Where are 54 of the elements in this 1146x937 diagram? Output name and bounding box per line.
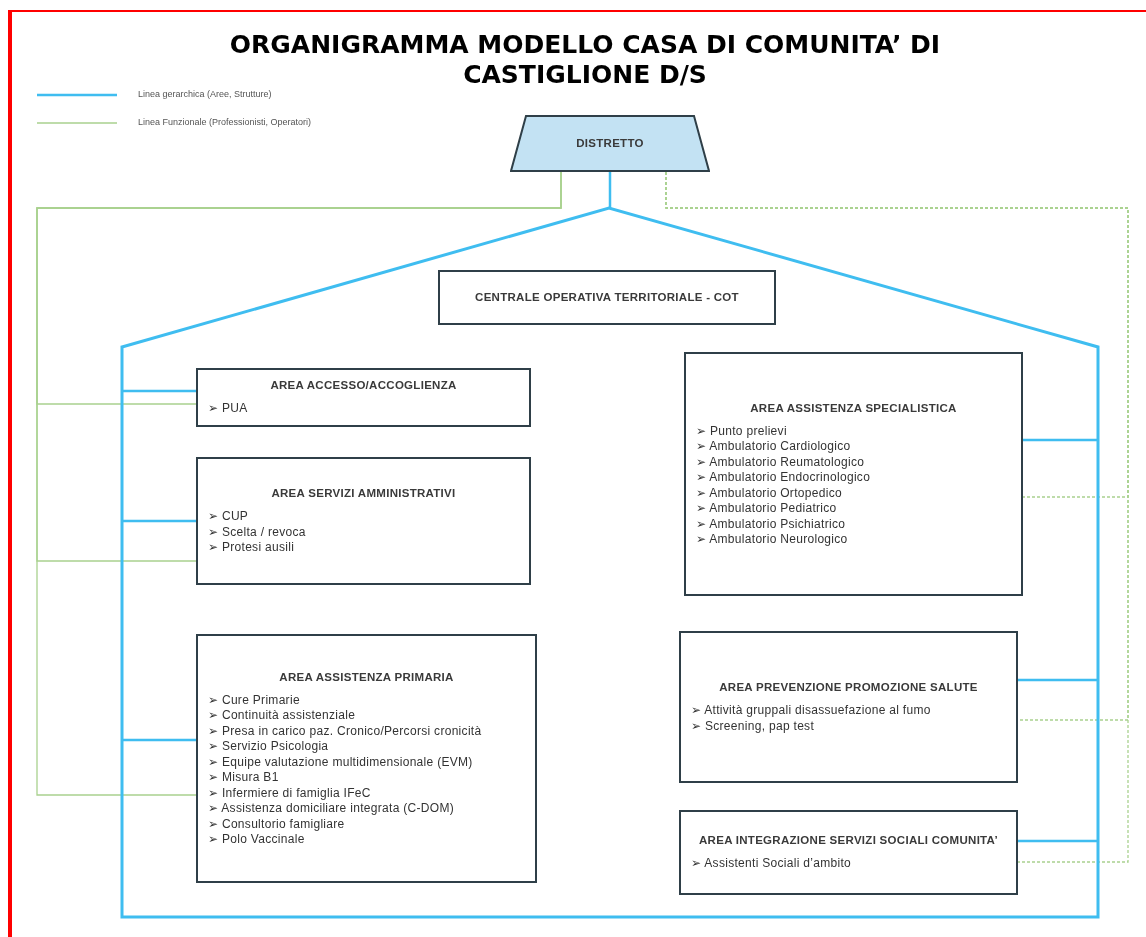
list-item: ➢ Presa in carico paz. Cronico/Percorsi cronicità <box>208 723 483 739</box>
node-label: CENTRALE OPERATIVA TERRITORIALE - COT <box>474 290 740 305</box>
list-item: ➢ Ambulatorio Ortopedico <box>696 485 843 501</box>
area-title: AREA ASSISTENZA SPECIALISTICA <box>749 400 958 416</box>
area-box <box>679 810 1018 895</box>
connector-line <box>122 389 196 393</box>
area-box <box>196 634 537 883</box>
area-title: AREA INTEGRAZIONE SERVIZI SOCIALI COMUNITA’ <box>698 833 999 849</box>
list-item: ➢ Ambulatorio Cardiologico <box>696 439 852 455</box>
list-item: ➢ Assistenza domiciliare integrata (C-DOM) <box>208 801 455 817</box>
area-title: AREA ACCESSO/ACCOGLIENZA <box>269 378 458 394</box>
list-item: ➢ Consultorio famigliare <box>208 816 346 832</box>
list-item: ➢ Cure Primarie <box>208 692 301 708</box>
list-item: ➢ Scelta / revoca <box>208 524 307 541</box>
legend-text: Linea Funzionale (Professionisti, Operatori) <box>138 116 312 129</box>
connector-line <box>608 172 612 208</box>
area-box <box>196 368 531 427</box>
connector-line <box>1023 438 1098 442</box>
connector-line <box>36 171 562 796</box>
list-item: ➢ Punto prelievi <box>696 423 788 439</box>
node-label: DISTRETTO <box>576 136 644 151</box>
connector-line <box>122 738 196 742</box>
list-item: ➢ Screening, pap test <box>691 718 816 734</box>
list-item: ➢ Ambulatorio Endocrinologico <box>696 470 872 486</box>
title: ORGANIGRAMMA MODELLO CASA DI COMUNITA’ DI CASTIGLIONE D/S <box>228 30 942 90</box>
area-box <box>679 631 1018 783</box>
list-item: ➢ Attività gruppali disassuefazione al fumo <box>691 703 932 719</box>
area-box <box>196 457 531 585</box>
list-item: ➢ Polo Vaccinale <box>208 832 306 848</box>
list-item: ➢ Equipe valutazione multidimensionale (EVM) <box>208 754 474 770</box>
area-title: AREA SERVIZI AMMINISTRATIVI <box>270 486 457 502</box>
process-box <box>438 270 776 325</box>
connector-line <box>122 519 196 523</box>
area-title: AREA PREVENZIONE PROMOZIONE SALUTE <box>718 680 979 695</box>
list-item: ➢ Infermiere di famiglia IFeC <box>208 785 372 801</box>
list-item: ➢ Ambulatorio Pediatrico <box>696 501 838 517</box>
list-item: ➢ Protesi ausili <box>208 540 296 556</box>
list-item: ➢ Ambulatorio Neurologico <box>696 532 849 548</box>
house-frame <box>122 208 1098 917</box>
area-box <box>684 352 1023 596</box>
list-item: ➢ PUA <box>208 401 249 417</box>
area-title: AREA ASSISTENZA PRIMARIA <box>278 669 455 685</box>
list-item: ➢ Continuità assistenziale <box>208 708 357 724</box>
list-item: ➢ Assistenti Sociali d’ambito <box>691 856 853 872</box>
list-item: ➢ Ambulatorio Psichiatrico <box>696 516 847 532</box>
list-item: ➢ Misura B1 <box>208 770 280 786</box>
legend-text: Linea gerarchica (Aree, Strutture) <box>138 88 272 101</box>
list-item: ➢ CUP <box>208 509 250 525</box>
trapezoid-node <box>510 115 710 172</box>
list-item: ➢ Servizio Psicologia <box>208 739 330 755</box>
list-item: ➢ Ambulatorio Reumatologico <box>696 454 866 470</box>
connector-line <box>1018 839 1098 843</box>
connector-line <box>665 171 1129 863</box>
connector-line <box>1018 678 1098 682</box>
